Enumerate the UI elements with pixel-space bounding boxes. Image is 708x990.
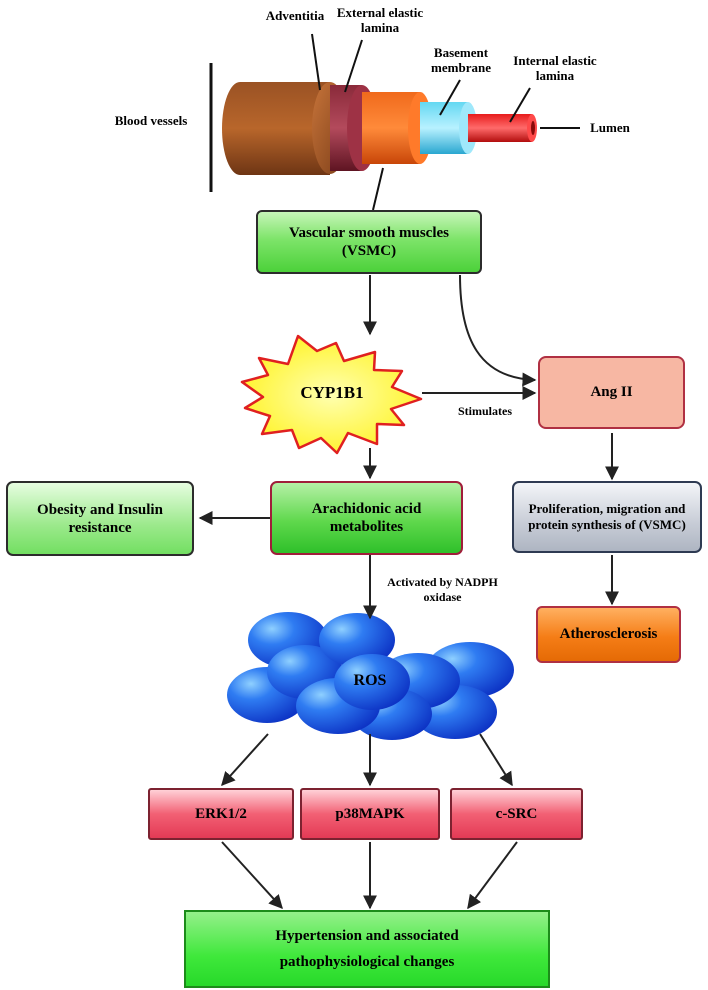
internal-elastic-lamina-label: Internal elastic lamina: [513, 53, 597, 83]
vsmc-node: Vascular smooth muscles (VSMC): [256, 210, 482, 274]
p38-node-text: p38MAPK: [335, 805, 405, 822]
cyp1b1-label: CYP1B1: [300, 383, 364, 402]
ang2-node: Ang II: [538, 356, 685, 429]
nadph-label: Activated by NADPH oxidase: [387, 575, 498, 604]
stimulates-label: Stimulates: [458, 404, 512, 418]
vsmc-node-text: Vascular smooth muscles (VSMC): [288, 225, 449, 259]
adventitia-label: Adventitia: [265, 8, 325, 23]
arrow-ros-to-erk: [221, 733, 269, 787]
proliferation-node: Proliferation, migration and protein syn…: [512, 481, 702, 553]
arachidonic-node-text: Arachidonic acid metabolites: [311, 501, 422, 535]
cyp1b1-starburst: [240, 334, 423, 455]
hypertension-node: Hypertension and associated pathophysiol…: [184, 910, 550, 988]
erk-node-text: ERK1/2: [195, 805, 247, 822]
pointer-basement: [439, 79, 461, 116]
pointer-adventitia: [311, 33, 321, 91]
lumen-opening: [531, 121, 535, 135]
obesity-node: Obesity and Insulin resistance: [6, 481, 194, 556]
p38-node: p38MAPK: [300, 788, 440, 840]
arrow-csrc-to-hypertension: [467, 841, 518, 910]
obesity-node-text: Obesity and Insulin resistance: [37, 501, 163, 536]
pointer-internal-elastic: [509, 87, 531, 123]
ros-cluster: [227, 612, 514, 740]
csrc-node-text: c-SRC: [495, 805, 538, 822]
internal-elastic-lamina-layer: [468, 114, 532, 142]
atherosclerosis-node-text: Atherosclerosis: [559, 626, 658, 642]
blood-vessels-label: Blood vessels: [114, 113, 188, 128]
adventitia-layer: [222, 82, 330, 175]
basement-membrane-label: Basement membrane: [431, 45, 491, 75]
pointer-vsmc: [372, 167, 384, 211]
arrow-ros-to-csrc: [479, 733, 513, 787]
arrow-vsmc-to-ang2: [459, 274, 537, 387]
external-elastic-lamina-label: External elastic lamina: [336, 5, 424, 35]
ros-label: ROS: [353, 672, 387, 689]
proliferation-node-text: Proliferation, migration and protein syn…: [528, 501, 686, 532]
hypertension-line2: pathophysiological changes: [279, 954, 455, 970]
pointer-external-elastic: [344, 39, 363, 93]
arrow-erk-to-hypertension: [221, 841, 283, 910]
csrc-node: c-SRC: [450, 788, 583, 840]
ang2-node-text: Ang II: [590, 384, 633, 400]
blood-vessel-illustration: [222, 82, 537, 175]
basement-membrane-layer: [420, 102, 468, 154]
media-layer: [362, 92, 420, 164]
arachidonic-node: Arachidonic acid metabolites: [270, 481, 463, 555]
erk-node: ERK1/2: [148, 788, 294, 840]
atherosclerosis-node: Atherosclerosis: [536, 606, 681, 663]
lumen-label: Lumen: [590, 120, 630, 135]
hypertension-line1: Hypertension and associated: [275, 928, 459, 944]
